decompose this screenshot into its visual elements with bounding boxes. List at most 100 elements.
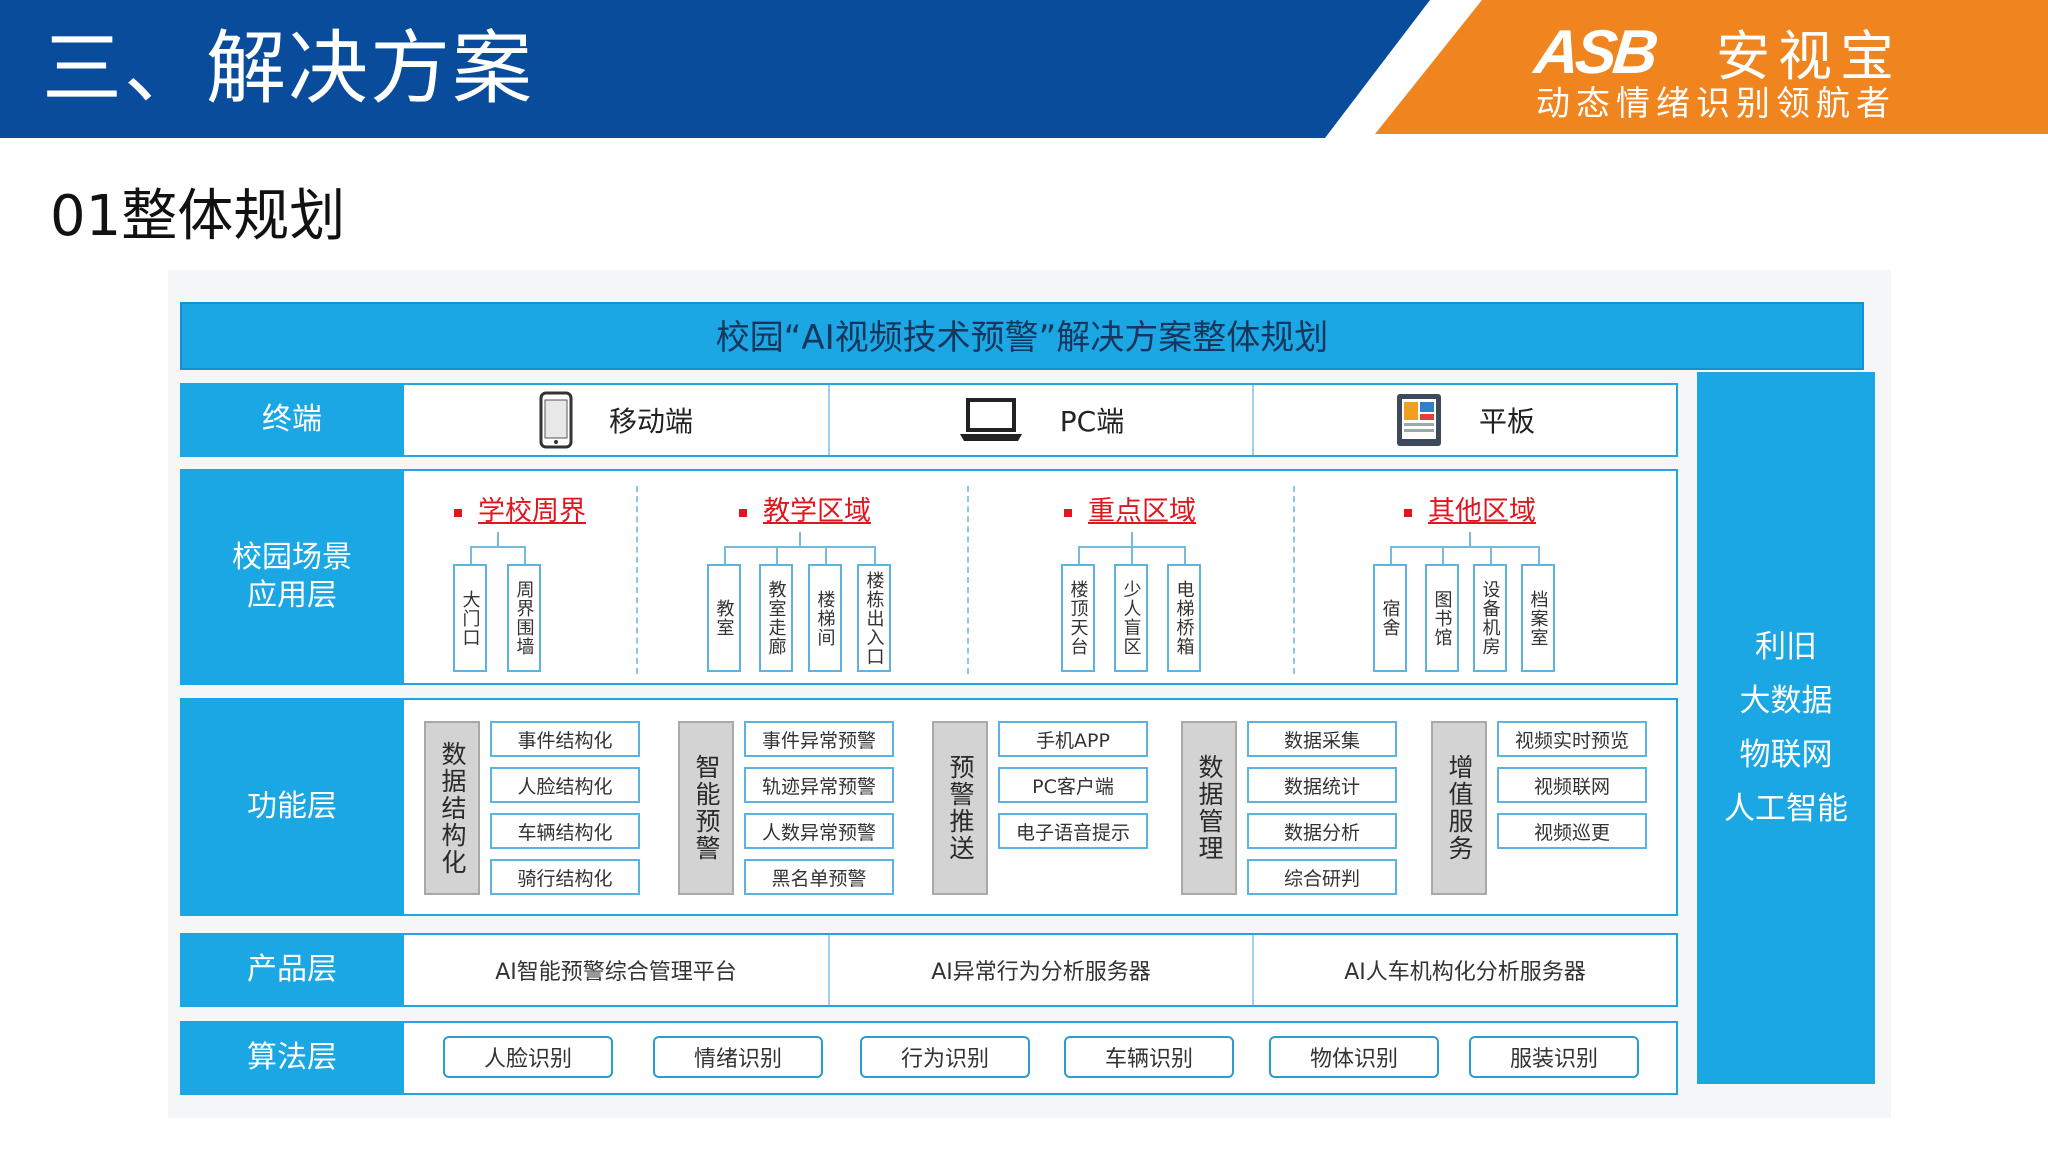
tree-line <box>1131 546 1133 564</box>
terminal-tablet-label: 平板 <box>1478 405 1535 438</box>
function-item: 数据分析 <box>1247 813 1397 849</box>
function-item: 视频联网 <box>1497 767 1647 803</box>
function-category: 数据结构化 <box>424 721 480 895</box>
scene-item: 电梯桥箱 <box>1167 564 1201 672</box>
tree-line <box>724 546 726 564</box>
logo-banner <box>1375 0 2048 134</box>
scene-item: 档案室 <box>1521 564 1555 672</box>
algorithm-item: 人脸识别 <box>443 1036 613 1078</box>
product-item: AI异常行为分析服务器 <box>828 935 1252 1005</box>
product-item: AI智能预警综合管理平台 <box>495 960 737 985</box>
bullet-icon <box>1064 508 1072 517</box>
terminal-label: 终端 <box>180 383 404 457</box>
scene-item: 周界围墙 <box>507 564 541 672</box>
side-panel-item: 利旧 <box>1755 629 1817 665</box>
bullet-icon <box>454 508 462 517</box>
function-item: 骑行结构化 <box>490 859 640 895</box>
tree-line <box>1538 546 1540 564</box>
tree-line <box>1131 532 1133 546</box>
function-item: 轨迹异常预警 <box>744 767 894 803</box>
side-panel: 利旧 大数据 物联网 人工智能 <box>1697 372 1875 1084</box>
scene-item: 设备机房 <box>1473 564 1507 672</box>
function-item: 数据采集 <box>1247 721 1397 757</box>
product-item: AI人车机构化分析服务器 <box>1252 935 1676 1005</box>
scene-group-other-area: 其他区域 <box>1360 494 1580 530</box>
tree-line <box>724 546 876 548</box>
terminal-pc-label: PC端 <box>1059 405 1125 438</box>
tree-line <box>1078 546 1080 564</box>
tree-line <box>1390 546 1392 564</box>
logo-tagline: 动态情绪识别领航者 <box>1536 84 1896 124</box>
terminal-mobile: 移动端 <box>404 385 828 455</box>
scene-group-title: 教学区域 <box>739 494 871 530</box>
tree-line <box>1184 546 1186 564</box>
scene-group-title: 其他区域 <box>1404 494 1536 530</box>
function-item: 人脸结构化 <box>490 767 640 803</box>
scene-divider <box>1293 486 1295 674</box>
scene-item: 宿舍 <box>1373 564 1407 672</box>
tree-line <box>874 546 876 564</box>
logo-name: 安视宝 <box>1716 25 1902 88</box>
tree-line <box>1390 546 1540 548</box>
function-item: 数据统计 <box>1247 767 1397 803</box>
scene-label: 校园场景 应用层 <box>180 469 404 685</box>
function-label: 功能层 <box>180 698 404 916</box>
tree-line <box>470 546 472 564</box>
laptop-icon <box>959 398 1022 441</box>
scene-group-title-text: 其他区域 <box>1428 496 1536 527</box>
tree-line <box>799 532 801 546</box>
header-banner <box>0 0 1430 138</box>
scene-item: 教室走廊 <box>759 564 793 672</box>
scene-group-title-text: 学校周界 <box>478 496 586 527</box>
scene-divider <box>967 486 969 674</box>
tree-line <box>524 546 526 564</box>
side-panel-item: 物联网 <box>1739 737 1833 773</box>
tablet-icon <box>1396 394 1441 446</box>
function-category: 数据管理 <box>1181 721 1237 895</box>
algorithm-item: 车辆识别 <box>1064 1036 1234 1078</box>
function-item: 视频实时预览 <box>1497 721 1647 757</box>
tree-line <box>825 546 827 564</box>
algorithm-item: 物体识别 <box>1269 1036 1439 1078</box>
scene-item: 楼栋出入口 <box>857 564 891 672</box>
scene-group-key-area: 重点区域 <box>1020 494 1240 530</box>
function-item: 事件结构化 <box>490 721 640 757</box>
diagram-title: 校园“AI视频技术预警”解决方案整体规划 <box>180 302 1864 370</box>
page-title: 三、解决方案 <box>42 22 534 115</box>
function-item: 黑名单预警 <box>744 859 894 895</box>
scene-group-title-text: 重点区域 <box>1088 496 1196 527</box>
scene-item: 少人盲区 <box>1114 564 1148 672</box>
mobile-phone-icon <box>539 391 573 449</box>
function-item: 车辆结构化 <box>490 813 640 849</box>
function-item: 手机APP <box>998 721 1148 757</box>
side-panel-item: 人工智能 <box>1724 791 1848 827</box>
terminal-mobile-label: 移动端 <box>608 405 693 438</box>
scene-group-title: 学校周界 <box>454 494 586 530</box>
terminal-tablet: 平板 <box>1252 385 1676 455</box>
tree-line <box>1490 546 1492 564</box>
algorithm-item: 服装识别 <box>1469 1036 1639 1078</box>
scene-group-school-perimeter: 学校周界 <box>420 494 620 530</box>
algorithm-item: 情绪识别 <box>653 1036 823 1078</box>
scene-item: 大门口 <box>453 564 487 672</box>
function-category: 增值服务 <box>1431 721 1487 895</box>
scene-item: 图书馆 <box>1425 564 1459 672</box>
terminal-pc: PC端 <box>828 385 1252 455</box>
scene-item: 楼梯间 <box>808 564 842 672</box>
scene-item: 教室 <box>707 564 741 672</box>
function-category: 预警推送 <box>932 721 988 895</box>
function-item: 电子语音提示 <box>998 813 1148 849</box>
function-item: 综合研判 <box>1247 859 1397 895</box>
function-item: PC客户端 <box>998 767 1148 803</box>
function-item: 视频巡更 <box>1497 813 1647 849</box>
scene-group-teaching-area: 教学区域 <box>690 494 920 530</box>
side-panel-item: 大数据 <box>1739 683 1833 719</box>
product-label: 产品层 <box>180 933 404 1007</box>
bullet-icon <box>739 508 747 517</box>
product-row <box>180 933 1678 1007</box>
algorithm-item: 行为识别 <box>860 1036 1030 1078</box>
function-item: 人数异常预警 <box>744 813 894 849</box>
tree-line <box>497 532 499 546</box>
algorithm-label: 算法层 <box>180 1021 404 1095</box>
scene-group-title: 重点区域 <box>1064 494 1196 530</box>
